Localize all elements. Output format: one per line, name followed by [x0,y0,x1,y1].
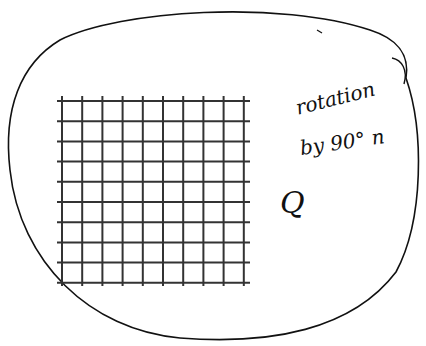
handwritten-note: by 90° n [299,126,386,158]
handwritten-note: Q [280,188,305,218]
grid-line [57,100,250,102]
outline-hook [392,58,405,84]
grid-line [61,96,63,286]
grid-line [243,96,245,286]
handwritten-note: rotation [294,79,377,118]
grid-line [223,96,225,286]
grid-line [101,96,103,286]
grid-line [57,282,250,284]
region-outline [8,12,418,340]
tick-mark [317,30,322,33]
grid-line [142,96,144,286]
grid-line [57,181,250,183]
grid-line [57,161,250,163]
grid-line [57,201,250,203]
grid-line [182,96,184,286]
grid-line [202,96,204,286]
grid-line [162,96,164,286]
grid-line [57,262,250,264]
grid-line [57,241,250,243]
grid-line [57,140,250,142]
grid-line [122,96,124,286]
square-grid [57,96,250,286]
grid-line [57,221,250,223]
grid-line [81,96,83,286]
grid-line [57,120,250,122]
